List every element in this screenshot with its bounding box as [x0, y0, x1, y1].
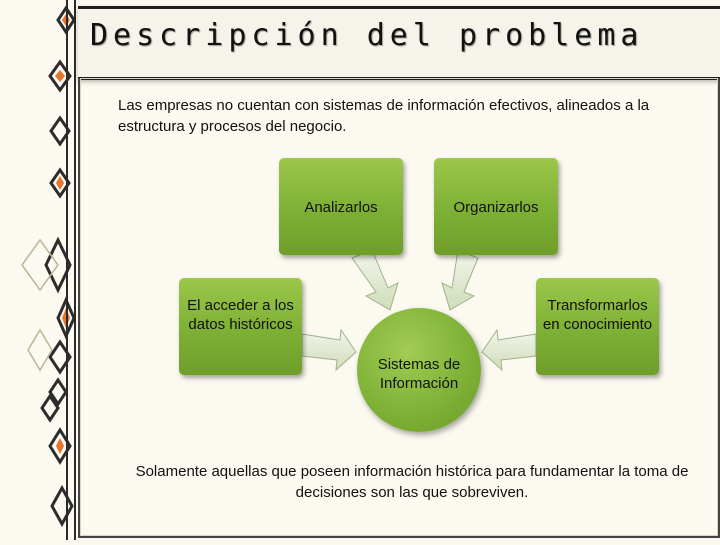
node-label: Analizarlos	[298, 198, 383, 217]
node-sistemas-informacion: Sistemas de Información	[357, 308, 481, 432]
node-label: Transformarlos en conocimiento	[536, 296, 659, 334]
node-acceder-datos: El acceder a los datos históricos	[179, 278, 302, 375]
arrow-analizar-icon	[352, 250, 398, 310]
center-label: Sistemas de Información	[357, 355, 481, 393]
arrow-organizar-icon	[442, 250, 478, 310]
node-analizarlos: Analizarlos	[279, 158, 403, 255]
node-label: El acceder a los datos históricos	[179, 296, 302, 334]
node-label: Organizarlos	[447, 198, 544, 217]
node-organizarlos: Organizarlos	[434, 158, 558, 255]
node-transformarlos: Transformarlos en conocimiento	[536, 278, 659, 375]
arrow-transformar-icon	[482, 330, 536, 370]
arrow-acceder-icon	[302, 330, 356, 370]
conclusion-text: Solamente aquellas que poseen informació…	[132, 461, 692, 503]
